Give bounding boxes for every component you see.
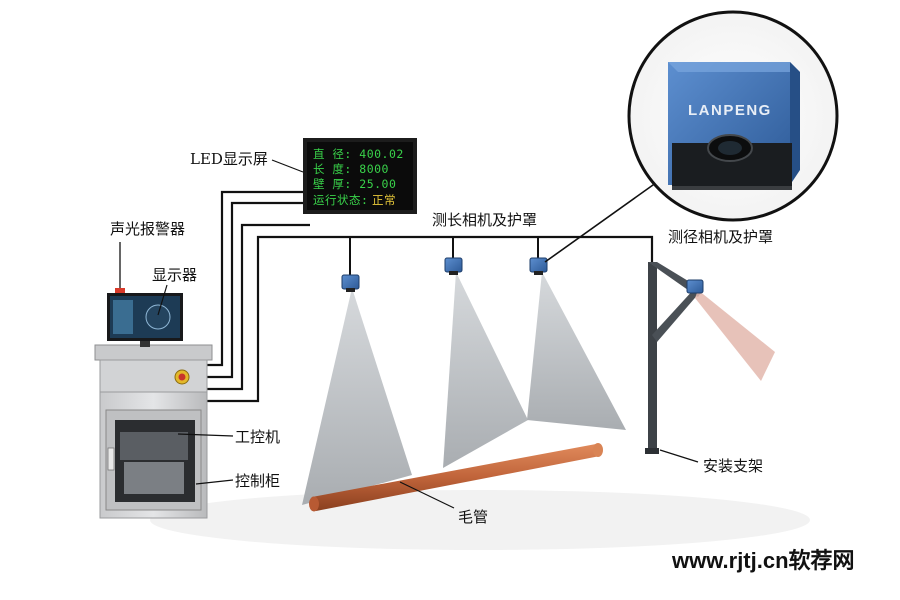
beam-2 [443,272,528,468]
label-alarm: 声光报警器 [110,220,186,238]
led-diameter: 直 径: 400.02 [313,147,404,161]
label-length-camera: 测长相机及护罩 [432,211,538,229]
led-board [303,138,417,214]
label-bracket: 安装支架 [703,457,764,475]
monitor [107,293,183,347]
label-pointers [157,159,699,509]
label-monitor: 显示器 [152,266,198,284]
label-diameter-camera: 测径相机及护罩 [668,228,774,246]
beam-1 [302,288,412,505]
led-length: 长 度: 8000 [313,162,389,176]
length-camera-2 [444,257,463,275]
label-cabinet: 控制柜 [235,472,281,490]
label-led-screen: LED显示屏 [190,150,268,168]
camera-zoom-view [627,10,839,222]
length-camera-1 [341,274,360,292]
signal-cables [207,190,654,403]
label-tube: 毛管 [458,508,489,526]
camera-brand: LANPENG [688,102,772,119]
tube [309,443,603,512]
led-wall-thickness: 壁 厚: 25.00 [313,177,397,191]
camera-drop-lines [349,237,539,275]
label-ipc: 工控机 [235,428,281,446]
laser-beam [695,290,775,381]
camera-beams [302,272,626,505]
watermark: www.rjtj.cn软荐网 [672,548,855,573]
alarm-light [115,242,125,294]
led-status-label: 运行状态: [313,193,369,207]
callout-line [544,179,661,263]
length-camera-3 [529,257,548,275]
control-cabinet [94,344,213,519]
led-status-value: 正常 [372,193,396,207]
diameter-camera [686,279,704,294]
beam-3 [527,272,626,430]
